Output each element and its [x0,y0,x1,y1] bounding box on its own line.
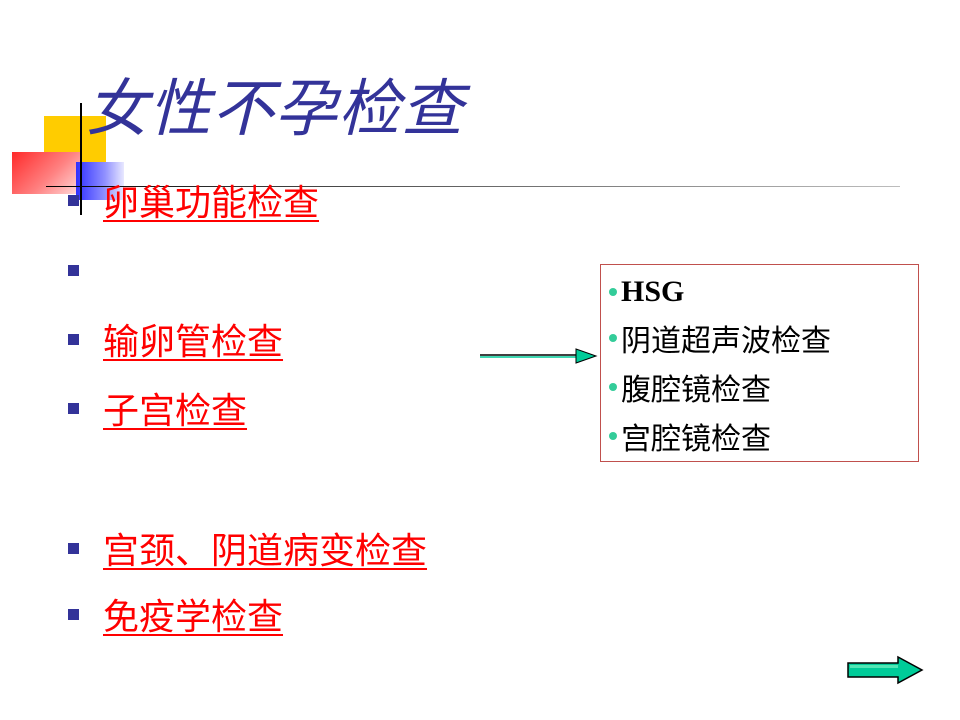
title-underline-rule [46,186,900,187]
callout-item: 宫腔镜检查 [609,416,771,457]
list-item-fallopian: 输卵管检查 [68,313,283,365]
link-ovarian-function-exam[interactable]: 卵巢功能检查 [103,183,320,224]
decor-blue-square [76,162,124,200]
bullet-square [68,194,79,206]
callout-item: 腹腔镜检查 [609,367,771,408]
bullet-dot-icon [609,432,617,440]
next-slide-arrow-icon[interactable] [846,655,924,685]
decor-red-square [12,152,82,194]
callout-item-laparoscopy: 腹腔镜检查 [621,373,771,408]
bullet-square [68,264,79,276]
list-item-cervix: 宫颈、阴道病变检查 [68,522,427,574]
callout-item-ultrasound: 阴道超声波检查 [621,324,831,359]
link-fallopian-tube-exam[interactable]: 输卵管检查 [103,322,284,363]
bullet-square [68,402,79,414]
bullet-dot-icon [609,334,617,342]
bullet-square [68,333,79,345]
callout-item-hysteroscopy: 宫腔镜检查 [621,422,771,457]
callout-item: 阴道超声波检查 [609,318,831,359]
bullet-dot-icon [609,383,617,391]
link-uterus-exam[interactable]: 子宫检查 [103,391,248,432]
link-immunology-exam[interactable]: 免疫学检查 [103,597,284,638]
list-item-ovarian: 卵巢功能检查 [68,174,319,226]
list-item-immunology: 免疫学检查 [68,588,283,640]
bullet-square [68,542,79,554]
slide-title: 女性不孕检查 [86,75,465,144]
decor-vertical-line [80,103,82,215]
right-arrow-icon [480,348,598,364]
link-cervix-vagina-exam[interactable]: 宫颈、阴道病变检查 [103,531,428,572]
callout-item: HSG [609,272,684,312]
bullet-square [68,608,79,620]
list-item-empty [68,244,103,296]
bullet-dot-icon [609,288,617,296]
list-item-uterus: 子宫检查 [68,382,247,434]
callout-box: HSG 阴道超声波检查 腹腔镜检查 宫腔镜检查 [600,264,919,462]
callout-item-hsg: HSG [621,275,685,308]
